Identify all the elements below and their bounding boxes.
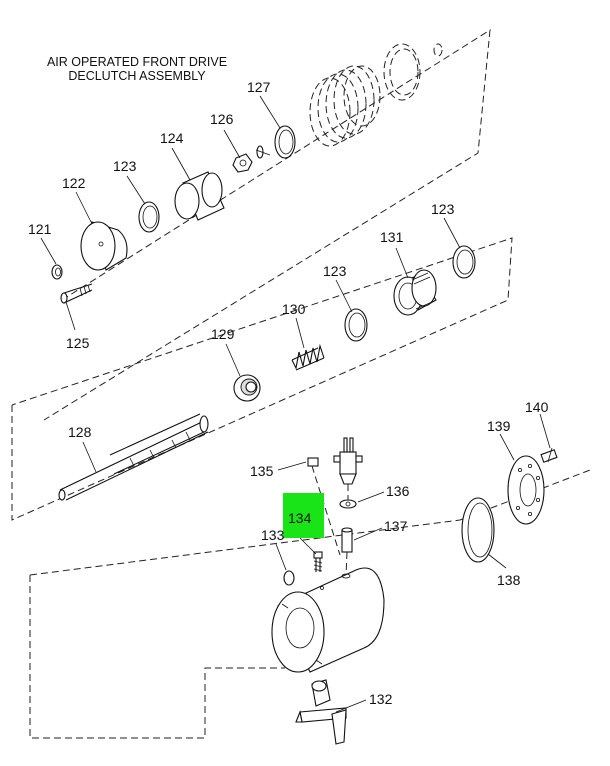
callout-131[interactable]: 131: [380, 229, 404, 245]
callout-126[interactable]: 126: [210, 111, 234, 127]
callout-123-upper[interactable]: 123: [113, 158, 137, 174]
part-125-bolt: [60, 283, 93, 304]
declutch-housing: [271, 567, 385, 673]
part-140-cap-screw: [540, 447, 558, 463]
leader-lines: [40, 95, 551, 713]
callout-137[interactable]: 137: [384, 518, 408, 534]
part-137-plunger: [341, 527, 353, 577]
upper-dashed-outline: [43, 29, 491, 421]
diagram-title-line-1: AIR OPERATED FRONT DRIVE: [47, 55, 227, 69]
callout-121[interactable]: 121: [28, 221, 52, 237]
part-138-gasket: [461, 497, 495, 563]
callout-134[interactable]: 134: [288, 510, 312, 526]
part-127-ring: [274, 125, 296, 159]
part-126-nut: [232, 145, 271, 173]
part-135-screw: [307, 457, 341, 556]
snap-ring-dashed: [383, 43, 443, 101]
part-132-shift-fork: [295, 679, 347, 745]
part-134-set-screw: [313, 551, 323, 572]
callout-123-right[interactable]: 123: [431, 201, 455, 217]
part-123-o-ring-upper: [138, 201, 160, 233]
part-122-cover-plate: [80, 221, 128, 271]
middle-dashed-outline: [11, 237, 513, 521]
part-129-seal: [233, 374, 261, 402]
callout-132[interactable]: 132: [369, 691, 393, 707]
callout-124[interactable]: 124: [160, 130, 184, 146]
part-136-washer: [339, 484, 357, 509]
air-switch: [333, 437, 363, 485]
callout-138[interactable]: 138: [497, 572, 521, 588]
part-134-highlight: [283, 493, 324, 538]
part-133-plug: [283, 570, 295, 586]
part-124-sleeve: [174, 171, 225, 221]
callout-139[interactable]: 139: [487, 418, 511, 434]
part-123-o-ring-middle: [344, 308, 368, 342]
part-131-piston: [393, 269, 437, 316]
callout-135[interactable]: 135: [250, 463, 274, 479]
part-121-cap: [51, 264, 63, 280]
callout-123-middle[interactable]: 123: [323, 263, 347, 279]
callout-128[interactable]: 128: [68, 424, 92, 440]
part-128-shaft: [58, 413, 209, 501]
callout-133[interactable]: 133: [261, 527, 285, 543]
diagram-title-line-2: DECLUTCH ASSEMBLY: [68, 69, 206, 83]
part-123-o-ring-right: [452, 245, 476, 279]
callout-129[interactable]: 129: [211, 326, 235, 342]
callout-140[interactable]: 140: [525, 399, 549, 415]
callout-125[interactable]: 125: [66, 335, 90, 351]
callout-122[interactable]: 122: [62, 175, 86, 191]
part-139-end-cover: [507, 455, 545, 525]
callout-130[interactable]: 130: [282, 301, 306, 317]
callout-136[interactable]: 136: [386, 483, 410, 499]
piston-assembly-dashed: [309, 65, 381, 147]
part-130-spring: [291, 343, 325, 371]
callout-127[interactable]: 127: [247, 79, 271, 95]
